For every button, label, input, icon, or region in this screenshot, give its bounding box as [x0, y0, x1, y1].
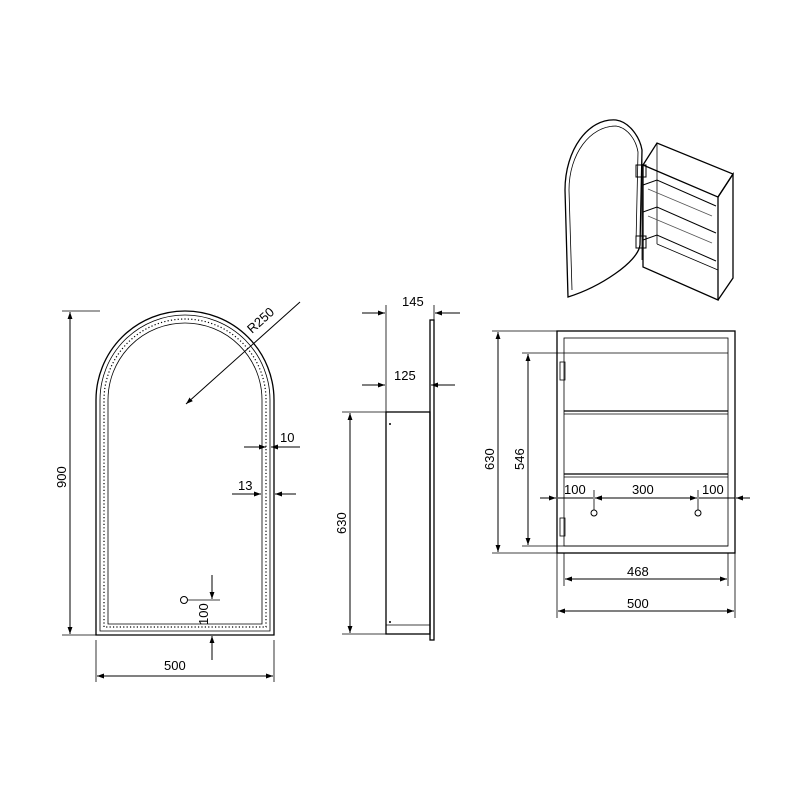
front-view: R250 900 500 10 13 100: [54, 301, 301, 682]
side-view: 145 125 630: [334, 294, 460, 641]
radius-leader-line: [185, 301, 301, 405]
cabinet-front-frame: [642, 164, 719, 301]
side-screw-bottom: [389, 621, 391, 623]
iso-shelf-middle: [642, 206, 717, 234]
right-offset-label: 100: [702, 482, 724, 497]
cabinet-side: [717, 171, 734, 301]
touch-sensor-icon: [180, 596, 188, 604]
hinge-top-icon: [559, 361, 566, 381]
side-body: [385, 411, 431, 635]
inset-label: 13: [238, 478, 252, 493]
mounting-hole-left-icon: [590, 509, 598, 517]
hinge-bottom-icon: [559, 517, 566, 537]
cabinet-outer: [556, 330, 736, 554]
iso-shelf-upper-edge: [647, 188, 713, 217]
body-height-label: 630: [334, 512, 349, 534]
iso-shelf-lower: [642, 234, 717, 262]
iso-hinge-top-icon: [635, 164, 647, 178]
side-screw-top: [389, 423, 391, 425]
isometric-view: [564, 119, 734, 301]
height-label: 900: [54, 466, 69, 488]
cabinet-top: [642, 142, 734, 198]
cabinet-back-bottom: [656, 243, 719, 271]
open-door-outline: [564, 119, 643, 298]
outer-height-label: 630: [482, 448, 497, 470]
open-door-inner: [568, 125, 639, 291]
led-strip-band: [103, 318, 267, 628]
cabinet-inner: [563, 337, 729, 547]
inner-height-label: 546: [512, 448, 527, 470]
outer-width-label: 500: [627, 596, 649, 611]
iso-hinge-bottom-icon: [635, 235, 647, 249]
iso-shelf-upper: [642, 179, 717, 207]
led-strip-inner: [107, 322, 263, 625]
interior-view: 630 546 100 300 100 468 500: [482, 330, 750, 618]
total-depth-label: 145: [402, 294, 424, 309]
mirror-inner-outline: [99, 314, 271, 632]
hole-spacing-label: 300: [632, 482, 654, 497]
iso-shelf-middle-edge: [647, 215, 713, 244]
width-label: 500: [164, 658, 186, 673]
left-offset-label: 100: [564, 482, 586, 497]
sensor-offset-label: 100: [196, 603, 211, 625]
inner-width-label: 468: [627, 564, 649, 579]
side-door-panel: [429, 319, 435, 641]
body-depth-label: 125: [394, 368, 416, 383]
radius-label: R250: [244, 304, 277, 336]
mounting-hole-right-icon: [694, 509, 702, 517]
mirror-outer-outline: [95, 310, 275, 636]
gap-label: 10: [280, 430, 294, 445]
